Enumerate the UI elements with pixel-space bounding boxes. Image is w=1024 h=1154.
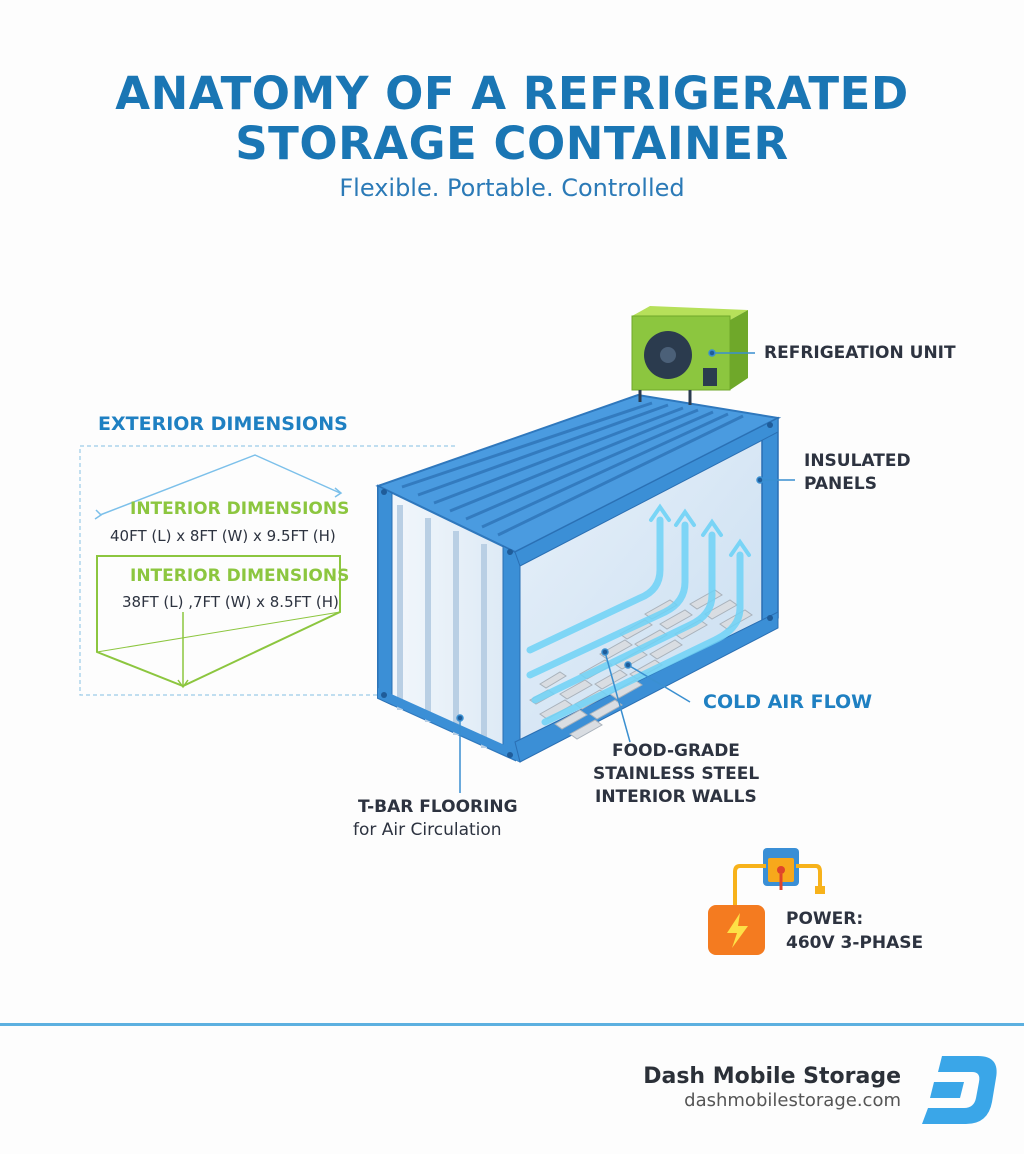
interior-dimensions-heading-2: INTERIOR DIMENSIONS bbox=[130, 566, 350, 586]
walls-label-3: INTERIOR WALLS bbox=[595, 787, 757, 807]
lightning-bolt-icon bbox=[708, 905, 765, 955]
insulated-panels-label-1: INSULATED bbox=[804, 451, 911, 471]
walls-label-2: STAINLESS STEEL bbox=[593, 764, 760, 784]
flooring-label-1: T-BAR FLOORING bbox=[358, 797, 518, 817]
subtitle: Flexible. Portable. Controlled bbox=[339, 174, 685, 202]
dash-logo-icon bbox=[922, 1056, 997, 1124]
exterior-dimensions-value: 40FT (L) x 8FT (W) x 9.5FT (H) bbox=[110, 527, 336, 545]
power-label-2: 460V 3-PHASE bbox=[786, 933, 924, 953]
air-arrow-heads bbox=[649, 503, 751, 557]
flooring-label-2: for Air Circulation bbox=[353, 820, 502, 840]
interior-dimensions-heading-1: INTERIOR DIMENSIONS bbox=[130, 499, 350, 519]
title-line-2: STORAGE CONTAINER bbox=[235, 117, 789, 170]
brand-url: dashmobilestorage.com bbox=[684, 1090, 901, 1111]
brand-name: Dash Mobile Storage bbox=[643, 1064, 901, 1089]
insulated-panels-label-2: PANELS bbox=[804, 474, 877, 494]
walls-label-1: FOOD-GRADE bbox=[612, 741, 740, 761]
interior-dimension-box bbox=[96, 555, 341, 689]
exterior-dimensions-heading: EXTERIOR DIMENSIONS bbox=[98, 413, 348, 435]
power-label-1: POWER: bbox=[786, 909, 864, 929]
cold-air-flow-label: COLD AIR FLOW bbox=[703, 691, 873, 713]
footer-divider bbox=[0, 1023, 1024, 1026]
leader-lines bbox=[456, 349, 795, 793]
refrigeration-unit-label: REFRIGEATION UNIT bbox=[764, 343, 956, 363]
title-line-1: ANATOMY OF A REFRIGERATED bbox=[115, 67, 909, 120]
power-plug-icon bbox=[733, 848, 825, 905]
container-body bbox=[375, 393, 782, 763]
cold-air-flow-arrows bbox=[526, 516, 744, 726]
container-diagram bbox=[79, 306, 825, 955]
refrigeration-unit-icon bbox=[631, 306, 748, 405]
exterior-dimension-frame bbox=[79, 445, 455, 696]
interior-dimensions-value: 38FT (L) ,7FT (W) x 8.5FT (H) bbox=[122, 593, 339, 611]
